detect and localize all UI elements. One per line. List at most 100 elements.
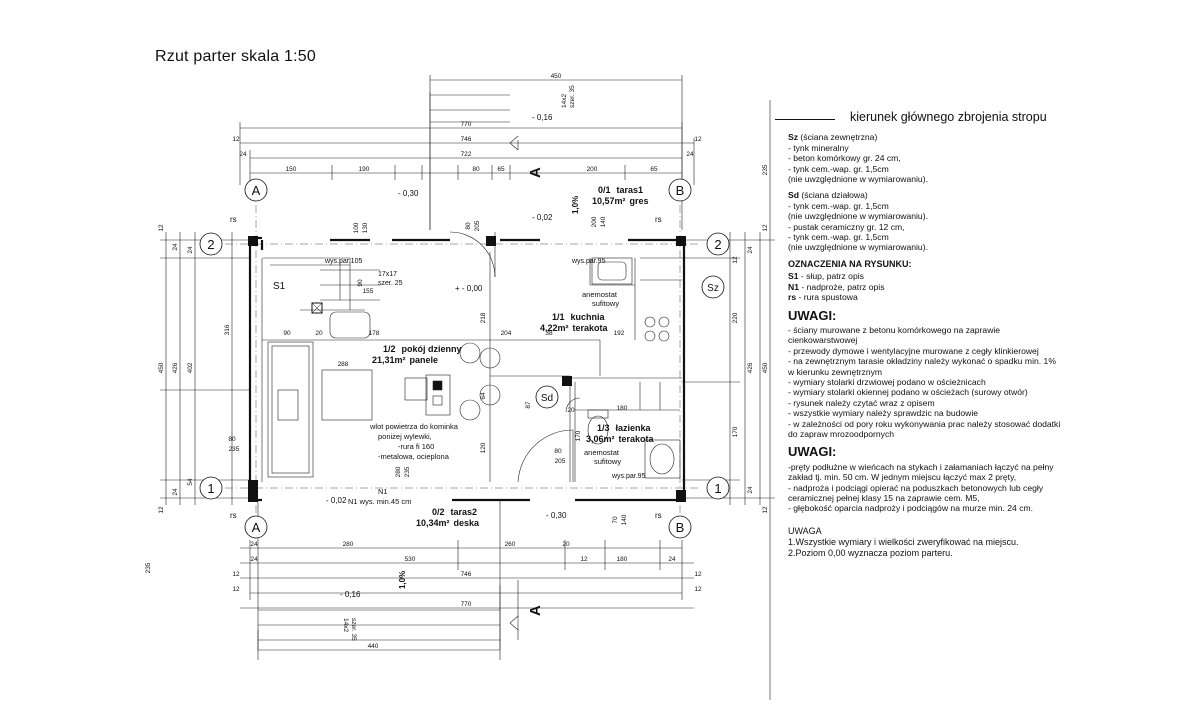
dim-t12a: 12 — [232, 136, 240, 143]
dim-i120: 120 — [480, 442, 487, 453]
dim-r235: 235 — [762, 164, 769, 175]
level-030-top: - 0,30 — [398, 189, 419, 198]
stairs-top-note-1: 14x2 — [561, 94, 568, 108]
wall-sd-spec: Sd (ściana działowa) - tynk cem.-wap. gr… — [788, 190, 928, 253]
dim-b440: 440 — [368, 643, 379, 650]
structural-remarks: UWAGI: -pręty podłużne w wieńcach na sty… — [788, 444, 1054, 514]
anemostat-bath-2: sufitowy — [594, 457, 621, 466]
dim-i90b: 90 — [357, 279, 364, 287]
level-016-bottom: - 0,16 — [340, 590, 361, 599]
section-marker-top: A — [527, 167, 544, 178]
dim-l54: 54 — [187, 478, 194, 486]
dim-l235b: 235 — [145, 562, 152, 573]
dim-l12b: 12 — [158, 506, 165, 514]
wall-sz-spec: Sz (ściana zewnętrzna) - tynk mineralny … — [788, 132, 928, 185]
dim-r12b: 12 — [762, 506, 769, 514]
axis-b-top: B — [676, 183, 685, 198]
dim-t190: 190 — [359, 166, 370, 173]
drawing-title: Rzut parter skala 1:50 — [155, 48, 316, 65]
level-000: + - 0,00 — [455, 284, 483, 293]
stairs-top-note-2: szer. 35 — [569, 85, 576, 108]
dim-i155: 155 — [363, 288, 374, 295]
dim-i140b: 140 — [621, 514, 628, 525]
dim-b280: 280 — [343, 541, 354, 548]
dim-i140: 140 — [600, 216, 607, 227]
anemostat-kitchen-2: sufitowy — [592, 299, 619, 308]
dim-t150: 150 — [286, 166, 297, 173]
axis-a-top: A — [252, 183, 261, 198]
dim-r170: 170 — [732, 426, 739, 437]
wall-type-sd-bubble: Sd — [541, 393, 553, 404]
dim-i100: 100 — [353, 222, 360, 233]
stairs-width: szer. 25 — [378, 280, 403, 287]
sill-height-95-bath: wys.par.95 — [611, 473, 646, 480]
dim-top-450: 450 — [551, 73, 562, 80]
dim-b12b: 12 — [232, 571, 240, 578]
general-remarks: UWAGI: - ściany murowane z betonu komórk… — [788, 307, 1061, 439]
stairs-step-size: 17x17 — [378, 271, 397, 278]
dim-i64: 64 — [480, 392, 487, 400]
dim-r220: 220 — [732, 312, 739, 323]
dim-r12c: 12 — [732, 256, 739, 264]
dim-i80: 80 — [465, 222, 472, 230]
section-marker-bottom: A — [527, 605, 544, 616]
dim-t12b: 12 — [694, 136, 702, 143]
axis-1-left: 1 — [207, 481, 214, 496]
dim-i38: 38 — [545, 330, 553, 337]
sill-height-105: wys.par.105 — [324, 258, 362, 265]
dim-i20b: 20 — [567, 407, 575, 414]
fireplace-air-note-2: poniżej wylewki, — [378, 432, 432, 441]
dim-r450: 450 — [762, 362, 769, 373]
dim-i200: 200 — [591, 216, 598, 227]
dim-i235: 235 — [404, 466, 411, 477]
dim-b180: 180 — [617, 556, 628, 563]
downpipe-rs-bottom-right: rs — [655, 511, 662, 520]
drawing-legend: OZNACZENIA NA RYSUNKU: S1 - słup, patrz … — [788, 258, 912, 303]
slope-terrace-top: 1,0% — [571, 196, 580, 214]
dim-r426: 426 — [747, 362, 754, 373]
dim-i87: 87 — [525, 401, 532, 409]
dim-b260: 260 — [505, 541, 516, 548]
dim-i180: 180 — [617, 405, 628, 412]
notes-panel: kierunek głównego zbrojenia stropu Sz (ś… — [775, 111, 1063, 559]
slope-terrace-bottom: 1,0% — [398, 571, 407, 589]
dim-l402: 402 — [187, 362, 194, 373]
dim-i70: 70 — [612, 516, 619, 524]
dim-i178: 178 — [369, 330, 380, 337]
dim-t24b: 24 — [686, 151, 694, 158]
dim-b530: 530 — [405, 556, 416, 563]
dim-l426: 426 — [172, 362, 179, 373]
anemostat-kitchen-1: anemostat — [582, 290, 618, 299]
dim-i20: 20 — [315, 330, 323, 337]
dim-i130: 130 — [362, 222, 369, 233]
axis-2-right: 2 — [714, 237, 721, 252]
stairs-bottom-note-1: 14x2 — [342, 618, 349, 632]
dim-l235: 235 — [229, 446, 240, 453]
downpipe-rs-bottom-left: rs — [230, 511, 237, 520]
lintel-n1-height: N1 wys. min.45 cm — [348, 497, 411, 506]
wall-type-sz-bubble: Sz — [707, 283, 719, 294]
dim-b770: 770 — [461, 601, 472, 608]
dim-r24a: 24 — [747, 246, 754, 254]
dim-r24b: 24 — [747, 486, 754, 494]
axis-2-left: 2 — [207, 237, 214, 252]
dim-i280: 280 — [395, 466, 402, 477]
sill-height-95-kitchen: wys.par.95 — [571, 258, 606, 265]
dim-b746: 746 — [461, 571, 472, 578]
level-030-bottom: - 0,30 — [546, 511, 567, 520]
dim-t200: 200 — [587, 166, 598, 173]
door-bath-80: 80 — [554, 448, 562, 455]
dim-i192: 192 — [614, 330, 625, 337]
dim-i204: 204 — [501, 330, 512, 337]
